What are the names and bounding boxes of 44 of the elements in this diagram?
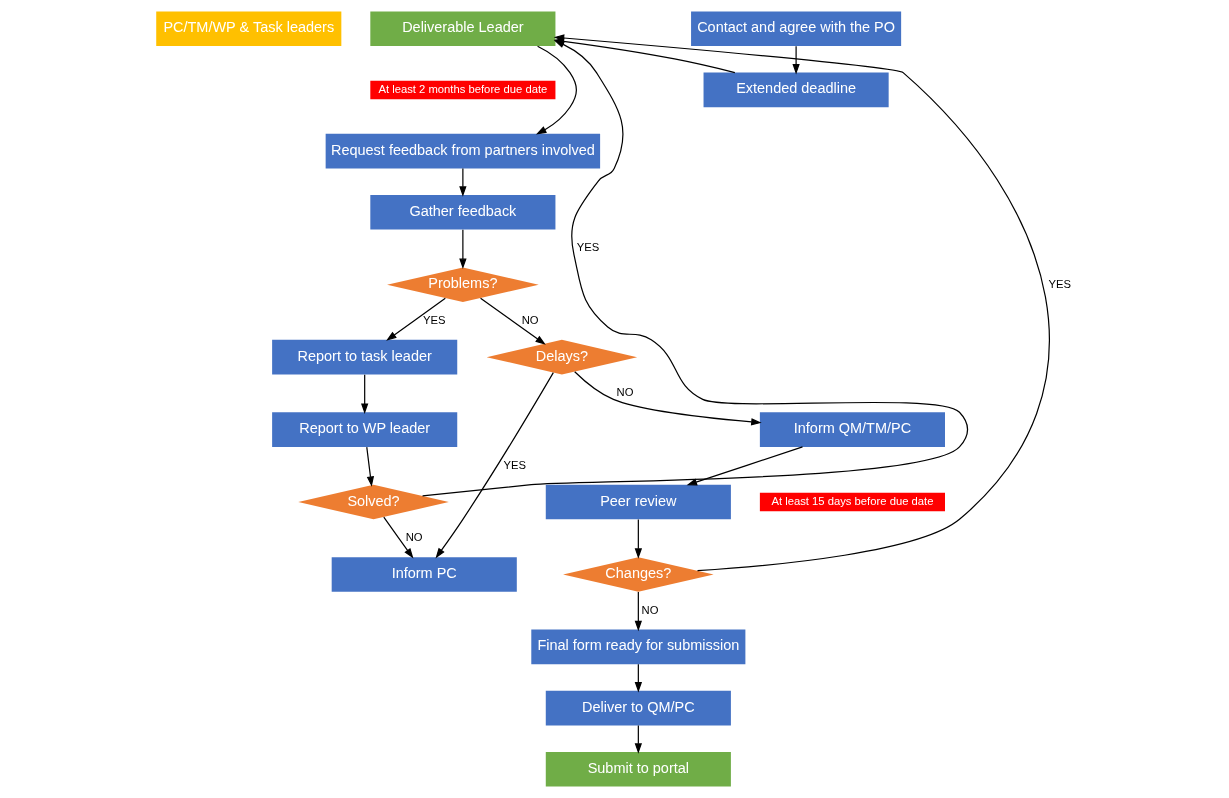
edge-label: NO: [641, 603, 658, 616]
edge-label: NO: [405, 531, 423, 544]
arrow: [382, 516, 413, 559]
node-diamond: Delays?: [486, 339, 637, 375]
arrow: [535, 45, 577, 135]
node-box: Deliver to QM/PC: [545, 690, 731, 726]
node-box: At least 2 months before due date: [369, 80, 555, 100]
arrow: [458, 167, 467, 197]
node-box: Extended deadline: [703, 72, 889, 108]
edge-label: NO: [616, 386, 633, 399]
arrow: [434, 372, 554, 559]
arrow: [573, 371, 762, 426]
edge-label: YES: [422, 313, 446, 326]
node-box: Inform PC: [331, 557, 517, 592]
arrow: [385, 297, 446, 341]
edge-label: NO: [521, 313, 539, 326]
edge-label: YES: [503, 458, 526, 471]
node-box: Request feedback from partners involved: [325, 133, 600, 169]
arrow: [634, 519, 642, 559]
edge-label: YES: [1047, 277, 1071, 290]
arrow: [365, 446, 374, 487]
node-box: PC/TM/WP & Task leaders: [155, 11, 341, 47]
node-box: Report to task leader: [271, 339, 457, 375]
node-box: At least 15 days before due date: [759, 492, 945, 512]
arrow: [634, 724, 642, 754]
node-box: Deliverable Leader: [369, 11, 555, 47]
edge-label: YES: [576, 241, 599, 254]
arrow: [634, 663, 642, 693]
node-diamond: Solved?: [297, 484, 449, 520]
arrow: [634, 591, 642, 632]
node-box: Contact and agree with the PO: [690, 11, 901, 47]
arrow: [360, 374, 368, 414]
arrow: [791, 45, 800, 75]
node-box: Report to WP leader: [271, 412, 457, 447]
arrow: [686, 446, 803, 486]
node-box: Final form ready for submission: [530, 629, 745, 665]
node-box: Inform QM/TM/PC: [759, 412, 945, 447]
node-diamond: Changes?: [562, 557, 714, 592]
node-box: Peer review: [545, 484, 731, 520]
node-box: Gather feedback: [369, 194, 555, 230]
arrow: [479, 297, 546, 345]
node-box: Submit to portal: [545, 751, 731, 787]
node-diamond: Problems?: [386, 267, 539, 302]
arrow: [458, 229, 467, 270]
